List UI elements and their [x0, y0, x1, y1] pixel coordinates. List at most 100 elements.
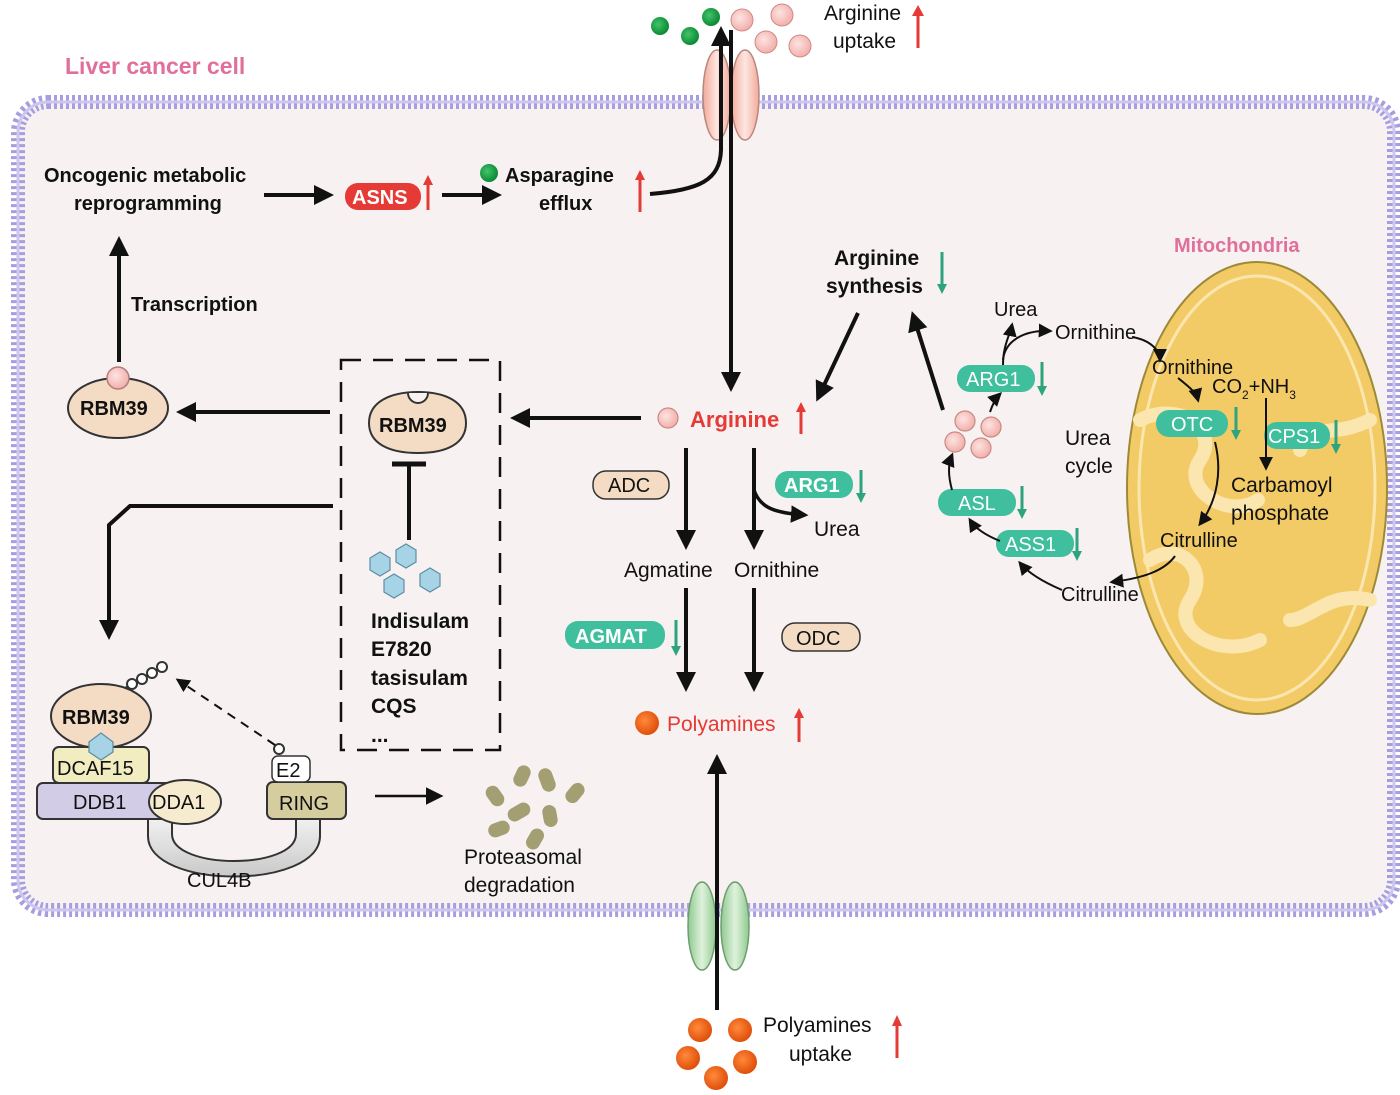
urea-label: Urea — [814, 518, 860, 541]
rbm39-center: RBM39 — [367, 390, 468, 455]
drug-box — [339, 358, 502, 752]
ring-label: RING — [279, 793, 329, 815]
asparagine-dot — [480, 164, 498, 182]
ubiquitin-chain-icon — [124, 661, 168, 690]
cps1-down-arrow-icon — [1331, 420, 1341, 454]
arrow-to-e3 — [99, 504, 333, 640]
ass1-badge: ASS1 — [996, 530, 1074, 557]
agmatine-label: Agmatine — [624, 559, 713, 582]
urea-cycle-line1: Urea — [1065, 427, 1111, 450]
rbm39-left: RBM39 — [67, 366, 169, 439]
polyamines-up-arrow-icon — [794, 708, 804, 742]
polyamines-label: Polyamines — [667, 713, 776, 736]
svg-text:ARG1: ARG1 — [966, 369, 1020, 391]
urea-top-label: Urea — [994, 299, 1038, 321]
arrow-citrulline-to-ass1 — [1018, 560, 1063, 591]
arrow-asl-to-arginine — [941, 452, 955, 491]
ass1-down-arrow-icon — [1072, 528, 1082, 561]
agmat-down-arrow-icon — [671, 620, 681, 656]
polyamine-transporter — [687, 881, 750, 971]
cell-label: Liver cancer cell — [65, 53, 245, 79]
ubiquitin-transfer-arrow — [175, 678, 276, 746]
drug-5: ... — [371, 724, 389, 747]
rbm39-degraded-label: RBM39 — [62, 707, 130, 729]
arginine-transporter — [702, 49, 760, 141]
polyamines-uptake-up-arrow-icon — [892, 1015, 902, 1058]
asparagine-efflux-line1: Asparagine — [505, 165, 614, 187]
drug-2: E7820 — [371, 638, 432, 661]
reprogramming-line2: reprogramming — [74, 193, 222, 215]
arginine-uptake-line2: uptake — [833, 30, 896, 53]
asns-up-arrow-icon — [423, 175, 433, 210]
cul4b-label: CUL4B — [187, 870, 251, 892]
odc-badge: ODC — [781, 622, 861, 652]
svg-text:ARG1: ARG1 — [784, 475, 840, 497]
reprogramming-line1: Oncogenic metabolic — [44, 165, 246, 187]
arginine-synthesis-line1: Arginine — [834, 247, 919, 270]
polyamines-uptake-line1: Polyamines — [763, 1014, 872, 1037]
svg-text:ODC: ODC — [796, 628, 840, 650]
arrow-citrulline-out — [1109, 555, 1176, 588]
e3-complex: CUL4B DDB1 DDA1 DCAF15 RBM39 RING E2 — [36, 683, 347, 892]
arrow-to-urea — [752, 489, 809, 523]
otc-badge: OTC — [1156, 410, 1228, 437]
arrow-ornithine-into-mito — [1131, 336, 1167, 363]
proteasomal-line2: degradation — [464, 874, 575, 897]
extracellular-asparagine — [651, 8, 720, 45]
ddb1-label: DDB1 — [73, 792, 126, 814]
mitochondrion — [1126, 261, 1388, 715]
drug-molecules-icon — [369, 543, 441, 599]
arrow-synthesis-to-arginine — [815, 312, 860, 402]
svg-text:RBM39: RBM39 — [379, 415, 447, 437]
urea-cycle-line2: cycle — [1065, 455, 1113, 478]
dda1-label: DDA1 — [152, 792, 205, 814]
synthesis-down-arrow-icon — [937, 252, 947, 294]
svg-text:RBM39: RBM39 — [80, 398, 148, 420]
arrow-urea-cycle-to-synthesis — [908, 311, 945, 411]
svg-text:OTC: OTC — [1171, 414, 1213, 436]
citrulline-cyto-label: Citrulline — [1061, 584, 1139, 606]
arginine-uptake-line1: Arginine — [824, 2, 901, 25]
svg-text:ASL: ASL — [958, 493, 996, 515]
polyamines-uptake-line2: uptake — [789, 1043, 852, 1066]
svg-text:ASNS: ASNS — [352, 187, 408, 209]
otc-down-arrow-icon — [1231, 407, 1241, 440]
svg-text:AGMAT: AGMAT — [575, 626, 647, 648]
proteasomal-line1: Proteasomal — [464, 846, 582, 869]
arg1-cycle-down-arrow-icon — [1037, 362, 1047, 396]
drug-1: Indisulam — [371, 610, 469, 633]
extracellular-arginine — [730, 3, 812, 58]
ubiquitin-on-e2-icon — [273, 743, 285, 755]
arginine-synthesis-line2: synthesis — [826, 275, 923, 298]
arginine-label: Arginine — [690, 407, 779, 432]
carbamoyl-line2: phosphate — [1231, 502, 1329, 525]
polyamines-dot — [635, 711, 659, 735]
adc-badge: ADC — [592, 470, 670, 500]
arrow-to-ornithine-cycle — [1002, 323, 1053, 361]
cps1-badge: CPS1 — [1264, 422, 1330, 449]
e2-label: E2 — [276, 760, 300, 782]
drug-4: CQS — [371, 695, 417, 718]
agmat-badge: AGMAT — [565, 621, 665, 649]
ornithine-mito-label: Ornithine — [1152, 357, 1233, 379]
asl-down-arrow-icon — [1017, 486, 1027, 519]
dcaf15-label: DCAF15 — [57, 758, 134, 780]
drug-3: tasisulam — [371, 667, 468, 690]
transcription-label: Transcription — [131, 294, 258, 316]
arrow-otc-to-citrulline — [1198, 441, 1220, 527]
arg1-cycle-badge: ARG1 — [957, 365, 1035, 392]
asparagine-efflux-line2: efflux — [539, 193, 592, 215]
asl-badge: ASL — [938, 489, 1016, 516]
arrow-mito-ornithine-to-otc — [1177, 377, 1203, 403]
cycle-arginine-cluster — [944, 410, 1002, 459]
ornithine-label: Ornithine — [734, 559, 819, 582]
arg1-down-arrow-icon — [856, 470, 866, 503]
arg1-badge: ARG1 — [775, 471, 853, 498]
asns-badge: ASNS — [345, 183, 421, 210]
arginine-up-arrow-icon — [796, 402, 806, 434]
carbamoyl-line1: Carbamoyl — [1231, 474, 1333, 497]
arrow-to-urea-top — [1002, 322, 1017, 366]
up-arrow-red-icon — [912, 5, 924, 48]
ornithine-cycle-label: Ornithine — [1055, 322, 1136, 344]
